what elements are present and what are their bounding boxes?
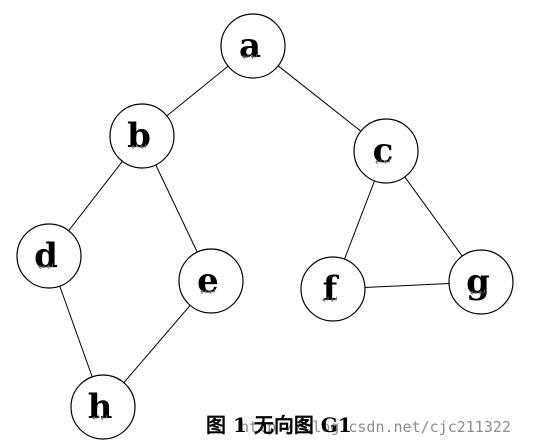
edge-d-h xyxy=(59,285,93,378)
node-label: f xyxy=(323,269,340,309)
node-label: a xyxy=(239,26,261,66)
edge-b-e xyxy=(155,164,198,253)
edge-c-g xyxy=(404,176,463,257)
figure-caption: 图 1 无向图 G1 xyxy=(206,413,352,437)
paragraph-mark-icon: ↵↵ xyxy=(375,157,392,168)
node-f: f↵↵ xyxy=(300,256,366,322)
edge-f-g xyxy=(364,283,450,288)
node-h: h↵↵ xyxy=(70,374,136,440)
paragraph-mark-icon: ↵↵ xyxy=(242,52,259,63)
node-label: e xyxy=(197,261,219,301)
node-label: d xyxy=(34,236,58,276)
node-circle xyxy=(300,256,366,322)
paragraph-mark-icon: ↵↵ xyxy=(131,142,148,153)
paragraph-mark-icon: ↵↵ xyxy=(38,262,55,273)
paragraph-mark-icon: ↵↵ xyxy=(92,413,109,424)
node-circle xyxy=(178,248,244,314)
node-label: g xyxy=(466,262,490,302)
edge-a-b xyxy=(166,65,229,117)
node-label: c xyxy=(373,131,394,171)
node-g: g↵↵ xyxy=(448,249,514,315)
node-circle xyxy=(448,249,514,315)
paragraph-mark-icon: ↵↵ xyxy=(322,295,339,306)
edge-c-f xyxy=(344,180,375,260)
graph-edges xyxy=(59,65,463,384)
node-label: b xyxy=(127,116,151,156)
watermark-url: http://blog.csdn.net/cjc211322 xyxy=(240,418,511,436)
node-a: a↵↵ xyxy=(220,13,286,79)
node-circle xyxy=(220,13,286,79)
node-circle xyxy=(16,223,82,289)
node-circle xyxy=(109,103,175,169)
node-circle xyxy=(70,374,136,440)
node-c: c↵↵ xyxy=(353,118,419,184)
graph-nodes: a↵↵b↵↵c↵↵d↵↵e↵↵f↵↵g↵↵h↵↵ xyxy=(16,13,514,440)
edge-a-c xyxy=(277,65,362,132)
node-circle xyxy=(353,118,419,184)
paragraph-mark-icon: ↵↵ xyxy=(470,288,487,299)
node-d: d↵↵ xyxy=(16,223,82,289)
edge-b-d xyxy=(68,160,123,232)
node-b: b↵↵ xyxy=(109,103,175,169)
node-label: h xyxy=(88,387,113,427)
paragraph-mark-icon: ↵↵ xyxy=(200,287,217,298)
node-e: e↵↵ xyxy=(178,248,244,314)
edge-e-h xyxy=(123,304,191,384)
